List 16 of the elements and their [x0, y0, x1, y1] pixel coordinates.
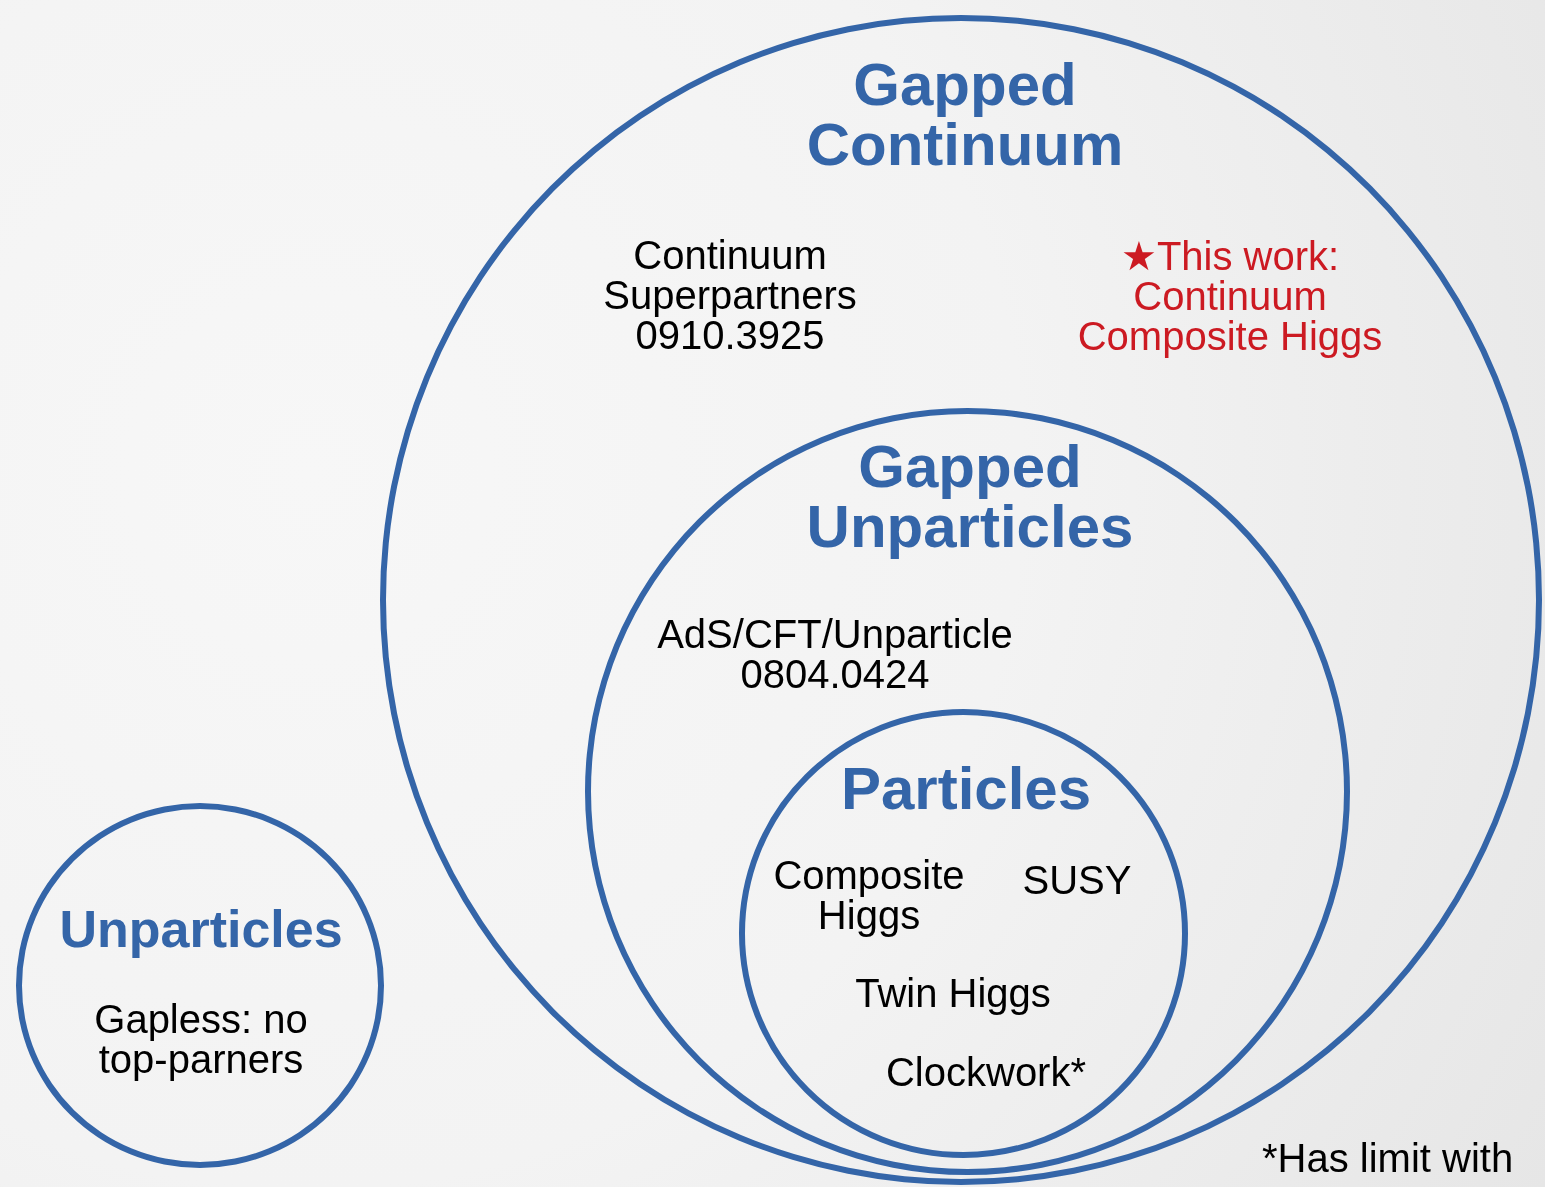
- model-text: SUSY: [1021, 860, 1133, 900]
- model-text: Twin Higgs: [854, 973, 1052, 1013]
- reference-text: AdS/CFT/Unparticle 0804.0424: [656, 614, 1014, 694]
- description-text: Gapless: no top-parners: [93, 999, 309, 1079]
- circle-title: Particles: [839, 759, 1093, 819]
- venn-circle: [16, 803, 384, 1168]
- circle-title: Gapped Unparticles: [805, 437, 1135, 557]
- venn-circle: [585, 408, 1350, 1175]
- footnote-text: *Has limit with: [1262, 1138, 1514, 1178]
- model-text: Clockwork*: [884, 1052, 1087, 1092]
- reference-text: Continuum Superpartners 0910.3925: [602, 235, 858, 355]
- circle-title: Gapped Continuum: [805, 55, 1125, 175]
- venn-circle: [739, 709, 1188, 1158]
- venn-circle: [380, 15, 1542, 1185]
- highlight-text: ★This work: Continuum Composite Higgs: [1076, 236, 1384, 356]
- model-text: Composite Higgs: [772, 855, 966, 935]
